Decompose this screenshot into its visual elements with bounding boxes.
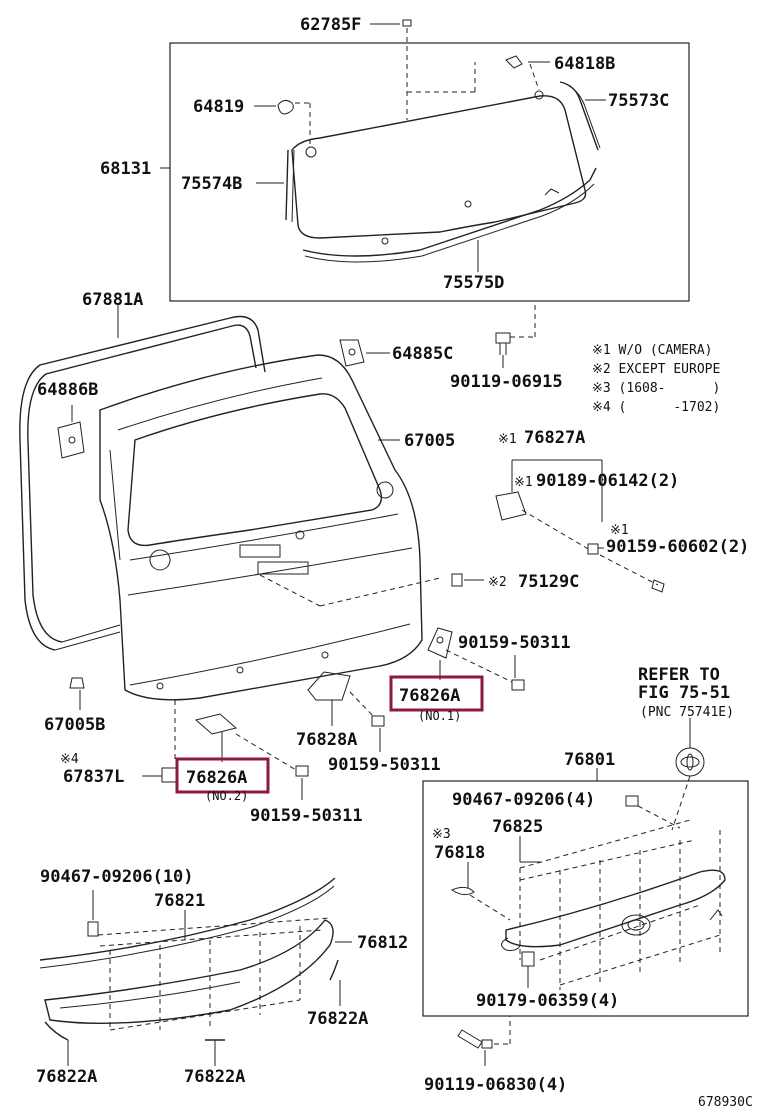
label-76826A-no2[interactable]: 76826A (186, 768, 247, 788)
cushion-64819-icon (277, 99, 294, 115)
cushion-64885C-icon (339, 339, 365, 367)
nut-90159-60602-icon (587, 543, 599, 555)
bracket-76826A-no2-icon (194, 713, 238, 735)
bolt-90119-06830-icon (457, 1029, 493, 1049)
label-90159-60602[interactable]: 90159-60602(2) (606, 537, 749, 557)
door-window-opening (127, 393, 383, 547)
bracket-76826A-no1-icon (427, 627, 453, 659)
label-76822A-left[interactable]: 76822A (36, 1067, 97, 1087)
refer-line-3: (PNC 75741E) (640, 705, 734, 720)
label-76801[interactable]: 76801 (564, 750, 615, 770)
label-75573C[interactable]: 75573C (608, 91, 669, 111)
label-76828A[interactable]: 76828A (296, 730, 357, 750)
label-75574B[interactable]: 75574B (181, 174, 242, 194)
bracket-76827A-icon (495, 491, 527, 521)
toyota-emblem-icon (675, 747, 705, 777)
label-75129C[interactable]: 75129C (518, 572, 579, 592)
label-76821[interactable]: 76821 (154, 891, 205, 911)
label-90119-06830[interactable]: 90119-06830(4) (424, 1075, 567, 1095)
highlight-76826A-no2 (175, 757, 270, 794)
label-90179-06359[interactable]: 90179-06359(4) (476, 991, 619, 1011)
cushion-64886B-icon (57, 421, 85, 459)
label-64886B[interactable]: 64886B (37, 380, 98, 400)
glass-assembly-box (169, 42, 690, 302)
label-76826A-no1[interactable]: 76826A (399, 686, 460, 706)
clip-62785F-icon (402, 19, 412, 27)
label-76822A-right[interactable]: 76822A (307, 1009, 368, 1029)
label-90467-09206-10[interactable]: 90467-09206(10) (40, 867, 194, 887)
label-67881A[interactable]: 67881A (82, 290, 143, 310)
label-67005[interactable]: 67005 (404, 431, 455, 451)
label-90159-50311-c[interactable]: 90159-50311 (250, 806, 363, 826)
label-68131[interactable]: 68131 (100, 159, 151, 179)
clip-67837L-icon (161, 767, 177, 783)
figure-id: 678930C (698, 1095, 753, 1110)
molding-75575D (302, 167, 597, 257)
back-door-glass (291, 95, 587, 239)
garnish-assembly-box (422, 780, 749, 1017)
note-2: ※2 EXCEPT EUROPE (592, 362, 720, 377)
label-64819[interactable]: 64819 (193, 97, 244, 117)
label-90189-06142[interactable]: 90189-06142(2) (536, 471, 679, 491)
mark-4-67837L: ※4 (60, 752, 79, 767)
clip-64818B-icon (505, 55, 523, 69)
note-3: ※3 (1608- ) (592, 381, 720, 396)
clip-76818-icon (450, 886, 475, 896)
molding-75574B (285, 149, 289, 221)
garnish-76812 (44, 919, 334, 1025)
label-62785F[interactable]: 62785F (300, 15, 361, 35)
label-90119-06915[interactable]: 90119-06915 (450, 372, 563, 392)
screw-90467-09206-10-icon (87, 921, 99, 937)
label-64885C[interactable]: 64885C (392, 344, 453, 364)
garnish-76801 (505, 869, 726, 948)
label-67005B[interactable]: 67005B (44, 715, 105, 735)
label-90159-50311-b[interactable]: 90159-50311 (328, 755, 441, 775)
mark-2-75129C: ※2 (488, 575, 507, 590)
molding-76822A-left (44, 1021, 69, 1041)
label-76812[interactable]: 76812 (357, 933, 408, 953)
label-no1: (NO.1) (418, 709, 461, 723)
refer-line-1: REFER TO (638, 665, 720, 685)
note-4: ※4 ( -1702) (592, 400, 720, 415)
back-door-panel-67005 (99, 354, 423, 701)
molding-76822A-right (329, 959, 339, 981)
label-76818[interactable]: 76818 (434, 843, 485, 863)
label-64818B[interactable]: 64818B (554, 54, 615, 74)
weatherstrip-67881A (19, 315, 266, 651)
note-1: ※1 W/O (CAMERA) (592, 343, 712, 358)
nut-90179-06359-icon (521, 951, 535, 967)
label-76825[interactable]: 76825 (492, 817, 543, 837)
molding-75573C (559, 81, 599, 151)
label-no2: (NO.2) (205, 789, 248, 803)
label-90467-09206-4[interactable]: 90467-09206(4) (452, 790, 595, 810)
label-67837L[interactable]: 67837L (63, 767, 124, 787)
refer-line-2: FIG 75-51 (638, 683, 730, 703)
mark-3-76818: ※3 (432, 827, 451, 842)
label-90159-50311-a[interactable]: 90159-50311 (458, 633, 571, 653)
garnish-76821 (39, 877, 336, 961)
mark-1-76827A: ※1 (498, 432, 517, 447)
mark-1-90189: ※1 (514, 475, 533, 490)
bracket-76828A-icon (307, 671, 351, 701)
bolt-90119-06915-icon (495, 332, 511, 355)
mark-1-90159-60602: ※1 (610, 523, 629, 538)
highlight-76826A-no1 (389, 675, 484, 712)
screw-90467-09206-icon (625, 795, 639, 807)
label-76827A[interactable]: 76827A (524, 428, 585, 448)
emblem-75129C-icon (451, 573, 463, 587)
label-76822A-mid[interactable]: 76822A (184, 1067, 245, 1087)
label-75575D[interactable]: 75575D (443, 273, 504, 293)
cushion-67005B-icon (69, 677, 85, 689)
